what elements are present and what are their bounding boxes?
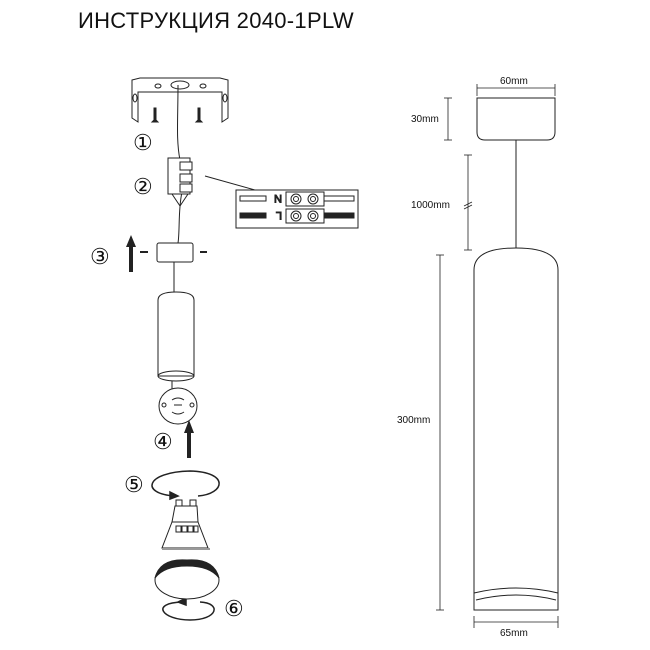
canopy-width-label: 60mm — [500, 76, 528, 87]
lamp-socket — [158, 387, 198, 425]
rotate-arrow-icon — [151, 470, 220, 621]
gu10-bulb — [161, 499, 210, 550]
callout-line — [204, 175, 263, 193]
cord-length-label: 1000mm — [411, 200, 450, 211]
ceiling-cup — [140, 242, 207, 263]
power-cord — [173, 84, 183, 292]
arrow-up-icon — [126, 235, 194, 458]
step-4-label: ④ — [153, 429, 173, 454]
pendant-body — [473, 247, 559, 611]
screw-icon — [150, 107, 204, 123]
step-2-label: ② — [133, 174, 153, 199]
step-3-label: ③ — [90, 244, 110, 269]
neutral-label: N — [274, 192, 282, 204]
step-1-label: ① — [133, 130, 153, 155]
body-diameter-label: 65mm — [500, 628, 528, 639]
page-title: ИНСТРУКЦИЯ 2040-1PLW — [78, 8, 354, 33]
step-6-label: ⑥ — [224, 596, 244, 621]
canopy-height-label: 30mm — [411, 114, 439, 125]
step-5-label: ⑤ — [124, 472, 144, 497]
wiring-detail: N L — [235, 189, 359, 229]
lamp-body — [157, 291, 195, 392]
live-label: L — [276, 209, 282, 221]
canopy — [476, 97, 556, 141]
mounting-bracket — [131, 77, 229, 123]
body-height-label: 300mm — [397, 415, 430, 426]
dimension-drawing: 60mm 30mm 1000mm 300mm 65mm — [397, 76, 559, 639]
lens-ring — [154, 559, 220, 600]
terminal-block — [167, 157, 193, 207]
